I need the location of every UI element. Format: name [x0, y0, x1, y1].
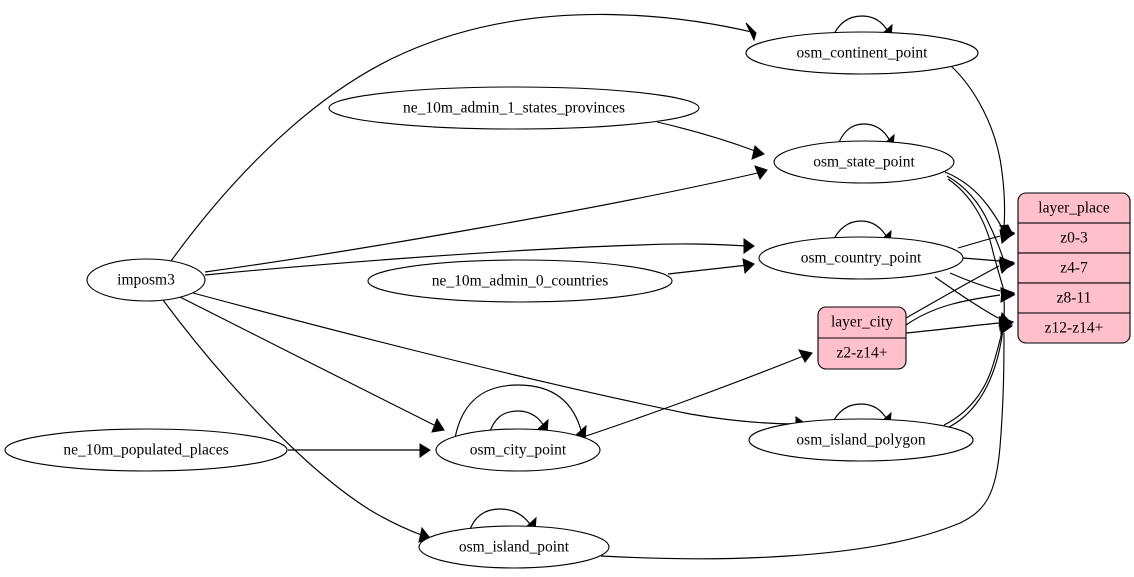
edge-osm_country_point-to-layer_place-z0-3 [957, 229, 1016, 249]
record-node-layer_city[interactable]: layer_city z2-z14+ [817, 306, 907, 370]
node-osm_island_polygon[interactable]: osm_island_polygon [748, 418, 974, 462]
edge-ne_10m_admin_0_countries-to-osm_country_point [667, 258, 755, 275]
record-cell-layer_city-title [817, 306, 907, 339]
node-imposm3[interactable]: imposm3 [86, 258, 206, 302]
node-ne_10m_admin_1_states_provinces[interactable]: ne_10m_admin_1_states_provinces [328, 86, 700, 130]
edge-imposm3-to-osm_continent_point [170, 13, 757, 262]
record-cell-layer_place-z8-11[interactable] [1017, 282, 1131, 314]
edge-imposm3-to-osm_island_polygon [192, 292, 807, 432]
edge-osm_island_polygon-to-layer_place-z8-11 [946, 288, 1016, 429]
edge-imposm3-to-osm_city_point [177, 295, 445, 433]
edge-ne_10m_populated_places-to-osm_city_point [288, 443, 431, 458]
node-osm_country_point[interactable]: osm_country_point [758, 236, 964, 280]
record-node-layer: layer_place z0-3 z4-7 z8-11 z12-z14+ lay… [817, 192, 1131, 370]
node-ne_10m_populated_places[interactable]: ne_10m_populated_places [4, 428, 288, 472]
node-osm_island_point[interactable]: osm_island_point [418, 525, 610, 569]
record-cell-layer_place-z0-3[interactable] [1017, 222, 1131, 254]
node-ne_10m_admin_0_countries[interactable]: ne_10m_admin_0_countries [367, 259, 673, 303]
node-layer: imposm3 ne_10m_admin_1_states_provinces … [4, 31, 979, 569]
edge-layer_city-to-layer_place-z12-z14 [905, 316, 1015, 334]
edge-imposm3-to-osm_country_point [204, 238, 755, 276]
edge-layer_city-to-layer_place-z4-7 [905, 259, 1015, 319]
record-cell-layer_place-title [1017, 192, 1131, 224]
edge-osm_continent_point-to-layer_place-z0-3 [949, 64, 1016, 241]
edge-layer [162, 13, 1016, 560]
node-osm_continent_point[interactable]: osm_continent_point [745, 31, 979, 75]
edge-osm_city_point-to-layer_city [582, 349, 813, 438]
record-cell-layer_place-z12-z14[interactable] [1017, 312, 1131, 344]
node-osm_city_point[interactable]: osm_city_point [435, 428, 601, 472]
edge-ne_10m_admin_1_states_provinces-to-osm_state_point [656, 121, 765, 160]
edge-imposm3-to-osm_island_point [162, 299, 431, 543]
record-cell-layer_city-z2-z14[interactable] [817, 337, 907, 370]
record-node-layer_place[interactable]: layer_place z0-3 z4-7 z8-11 z12-z14+ [1017, 192, 1131, 344]
edge-osm_island_point-to-layer_place-z12-z14 [600, 320, 1014, 560]
node-osm_state_point[interactable]: osm_state_point [773, 140, 955, 184]
record-cell-layer_place-z4-7[interactable] [1017, 252, 1131, 284]
edge-imposm3-to-osm_state_point [204, 165, 768, 273]
